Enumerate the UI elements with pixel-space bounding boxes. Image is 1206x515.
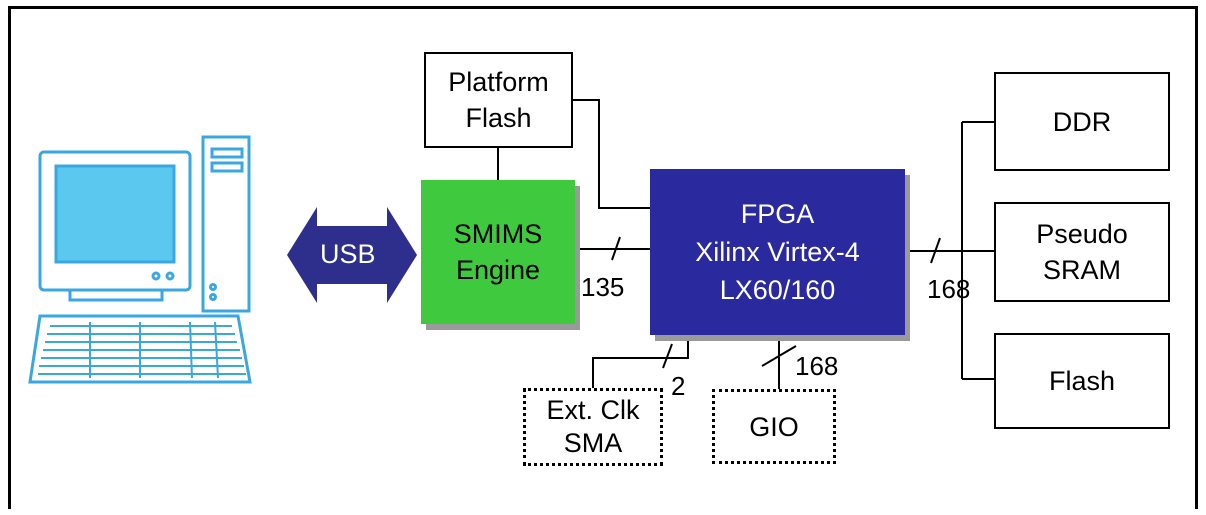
gio-label: GIO xyxy=(749,411,799,442)
ddr-label: DDR xyxy=(1052,106,1112,137)
flash-block: Flash xyxy=(994,333,1170,429)
bus-width-fpga-memory: 168 xyxy=(927,274,971,304)
bus-width-fpga-extclk: 2 xyxy=(671,371,686,401)
fpga-line3: LX60/160 xyxy=(719,275,836,305)
gio-block: GIO xyxy=(712,389,836,464)
pseudo-sram-line2: SRAM xyxy=(1042,255,1121,285)
usb-arrow-icon xyxy=(287,207,417,303)
smims-engine-line2: Engine xyxy=(455,255,541,285)
bus-width-smims-fpga: 135 xyxy=(581,272,625,302)
ddr-block: DDR xyxy=(994,72,1170,171)
platform-flash-block: Platform Flash xyxy=(424,52,573,148)
fpga-line2: Xilinx Virtex-4 xyxy=(695,237,860,267)
wire-pflash-fpga xyxy=(573,99,650,209)
desktop-computer-icon xyxy=(28,135,252,384)
platform-flash-line1: Platform xyxy=(448,67,549,97)
usb-label: USB xyxy=(320,239,376,269)
fpga-line1: FPGA xyxy=(740,199,815,229)
pseudo-sram-line1: Pseudo xyxy=(1036,219,1128,249)
pseudo-sram-block: Pseudo SRAM xyxy=(994,202,1170,302)
fpga-block: FPGA Xilinx Virtex-4 LX60/160 xyxy=(650,169,905,335)
flash-label: Flash xyxy=(1048,366,1116,396)
smims-engine-line1: SMIMS xyxy=(453,219,543,249)
ext-clk-line2: SMA xyxy=(563,428,623,458)
ext-clk-sma-block: Ext. Clk SMA xyxy=(523,388,663,466)
platform-flash-line2: Flash xyxy=(465,103,532,133)
diagram-frame xyxy=(8,6,1198,509)
wire-fpga-extclk xyxy=(592,334,689,388)
ext-clk-line1: Ext. Clk xyxy=(546,395,640,425)
smims-engine-block: SMIMS Engine xyxy=(421,180,575,324)
bus-width-fpga-gio: 168 xyxy=(795,351,839,381)
